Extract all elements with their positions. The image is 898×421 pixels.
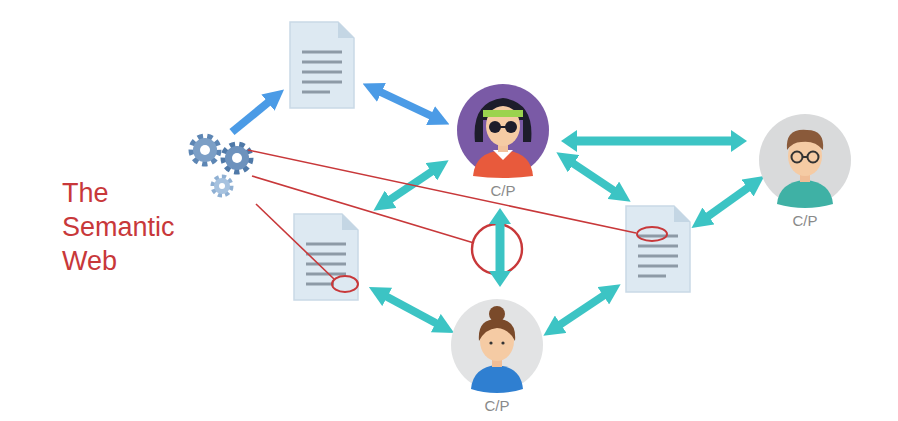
- person-avatar: [447, 295, 547, 395]
- person-avatar: [453, 80, 553, 180]
- role-label: C/P: [481, 397, 512, 415]
- heading-label: The Semantic Web: [62, 176, 187, 278]
- blue-arrow: [372, 88, 440, 120]
- teal-arrows: [378, 158, 756, 330]
- person-avatar: [755, 110, 855, 210]
- person-node: C/P: [453, 80, 553, 200]
- person-node: C/P: [447, 295, 547, 415]
- document-icon: [626, 206, 690, 292]
- role-label: C/P: [487, 182, 518, 200]
- teal-double-arrow: [561, 130, 747, 152]
- red-annotations: [248, 150, 667, 292]
- blue-arrow: [232, 96, 276, 132]
- document-icon: [290, 22, 354, 108]
- role-label: C/P: [789, 212, 820, 230]
- document-icon: [294, 214, 358, 300]
- person-node: C/P: [755, 110, 855, 230]
- gears-icon: [192, 137, 250, 195]
- teal-double-arrow: [489, 208, 511, 287]
